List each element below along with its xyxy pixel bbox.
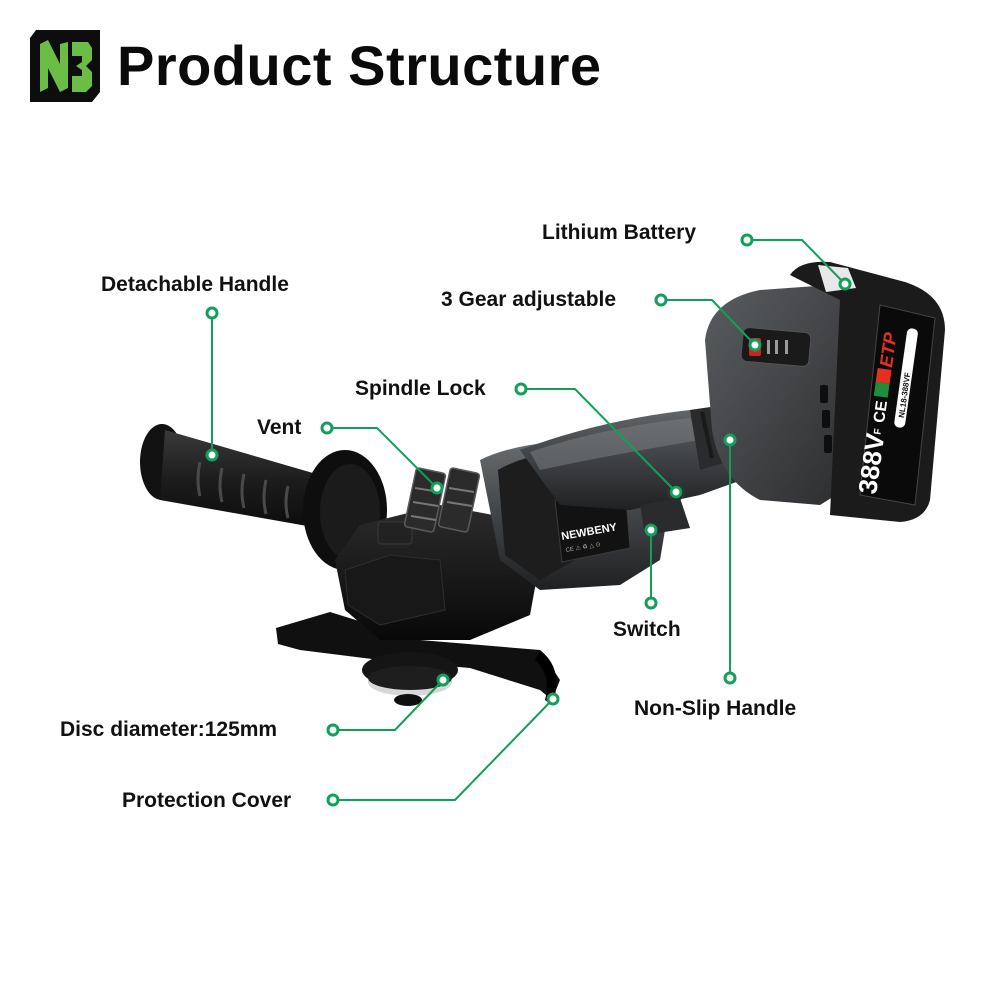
label-lithium-battery: Lithium Battery (542, 221, 697, 244)
switch-target-icon (644, 523, 658, 537)
non-slip-target-icon (723, 433, 737, 447)
leader-lines (211, 239, 846, 801)
spindle-lock-target-icon (669, 485, 683, 499)
battery-target-icon (838, 277, 852, 291)
handle-anchor-icon (205, 306, 219, 320)
label-3-gear-adjustable: 3 Gear adjustable (441, 288, 617, 311)
gear-head-part (335, 467, 540, 706)
callout-dots (205, 233, 852, 807)
gear-target-icon (748, 338, 762, 352)
cover-anchor-icon (326, 793, 340, 807)
battery-anchor-icon (740, 233, 754, 247)
cover-target-icon (546, 692, 560, 706)
handle-target-icon (205, 448, 219, 462)
label-protection-cover: Protection Cover (122, 789, 292, 812)
vent-target-icon (430, 481, 444, 495)
page-title: Product Structure (117, 34, 602, 97)
brand-logo-icon (30, 30, 100, 102)
non-slip-anchor-icon (723, 671, 737, 685)
disc-target-icon (436, 673, 450, 687)
disc-anchor-icon (326, 723, 340, 737)
label-spindle-lock: Spindle Lock (355, 377, 486, 400)
battery-pack-part: 388V F CE ETP NL18-388VF (705, 261, 945, 522)
label-detachable-handle: Detachable Handle (101, 273, 289, 296)
gear-anchor-icon (654, 293, 668, 307)
svg-text:CE: CE (871, 399, 891, 424)
label-non-slip-handle: Non-Slip Handle (634, 697, 797, 720)
label-disc-diameter: Disc diameter:125mm (60, 718, 278, 741)
label-switch: Switch (613, 618, 681, 641)
battery-brand: ETP (876, 330, 901, 368)
switch-anchor-icon (644, 596, 658, 610)
label-vent: Vent (257, 416, 302, 439)
header: Product Structure (30, 30, 602, 102)
vent-anchor-icon (320, 421, 334, 435)
spindle-lock-anchor-icon (514, 382, 528, 396)
svg-text:F: F (872, 428, 884, 436)
